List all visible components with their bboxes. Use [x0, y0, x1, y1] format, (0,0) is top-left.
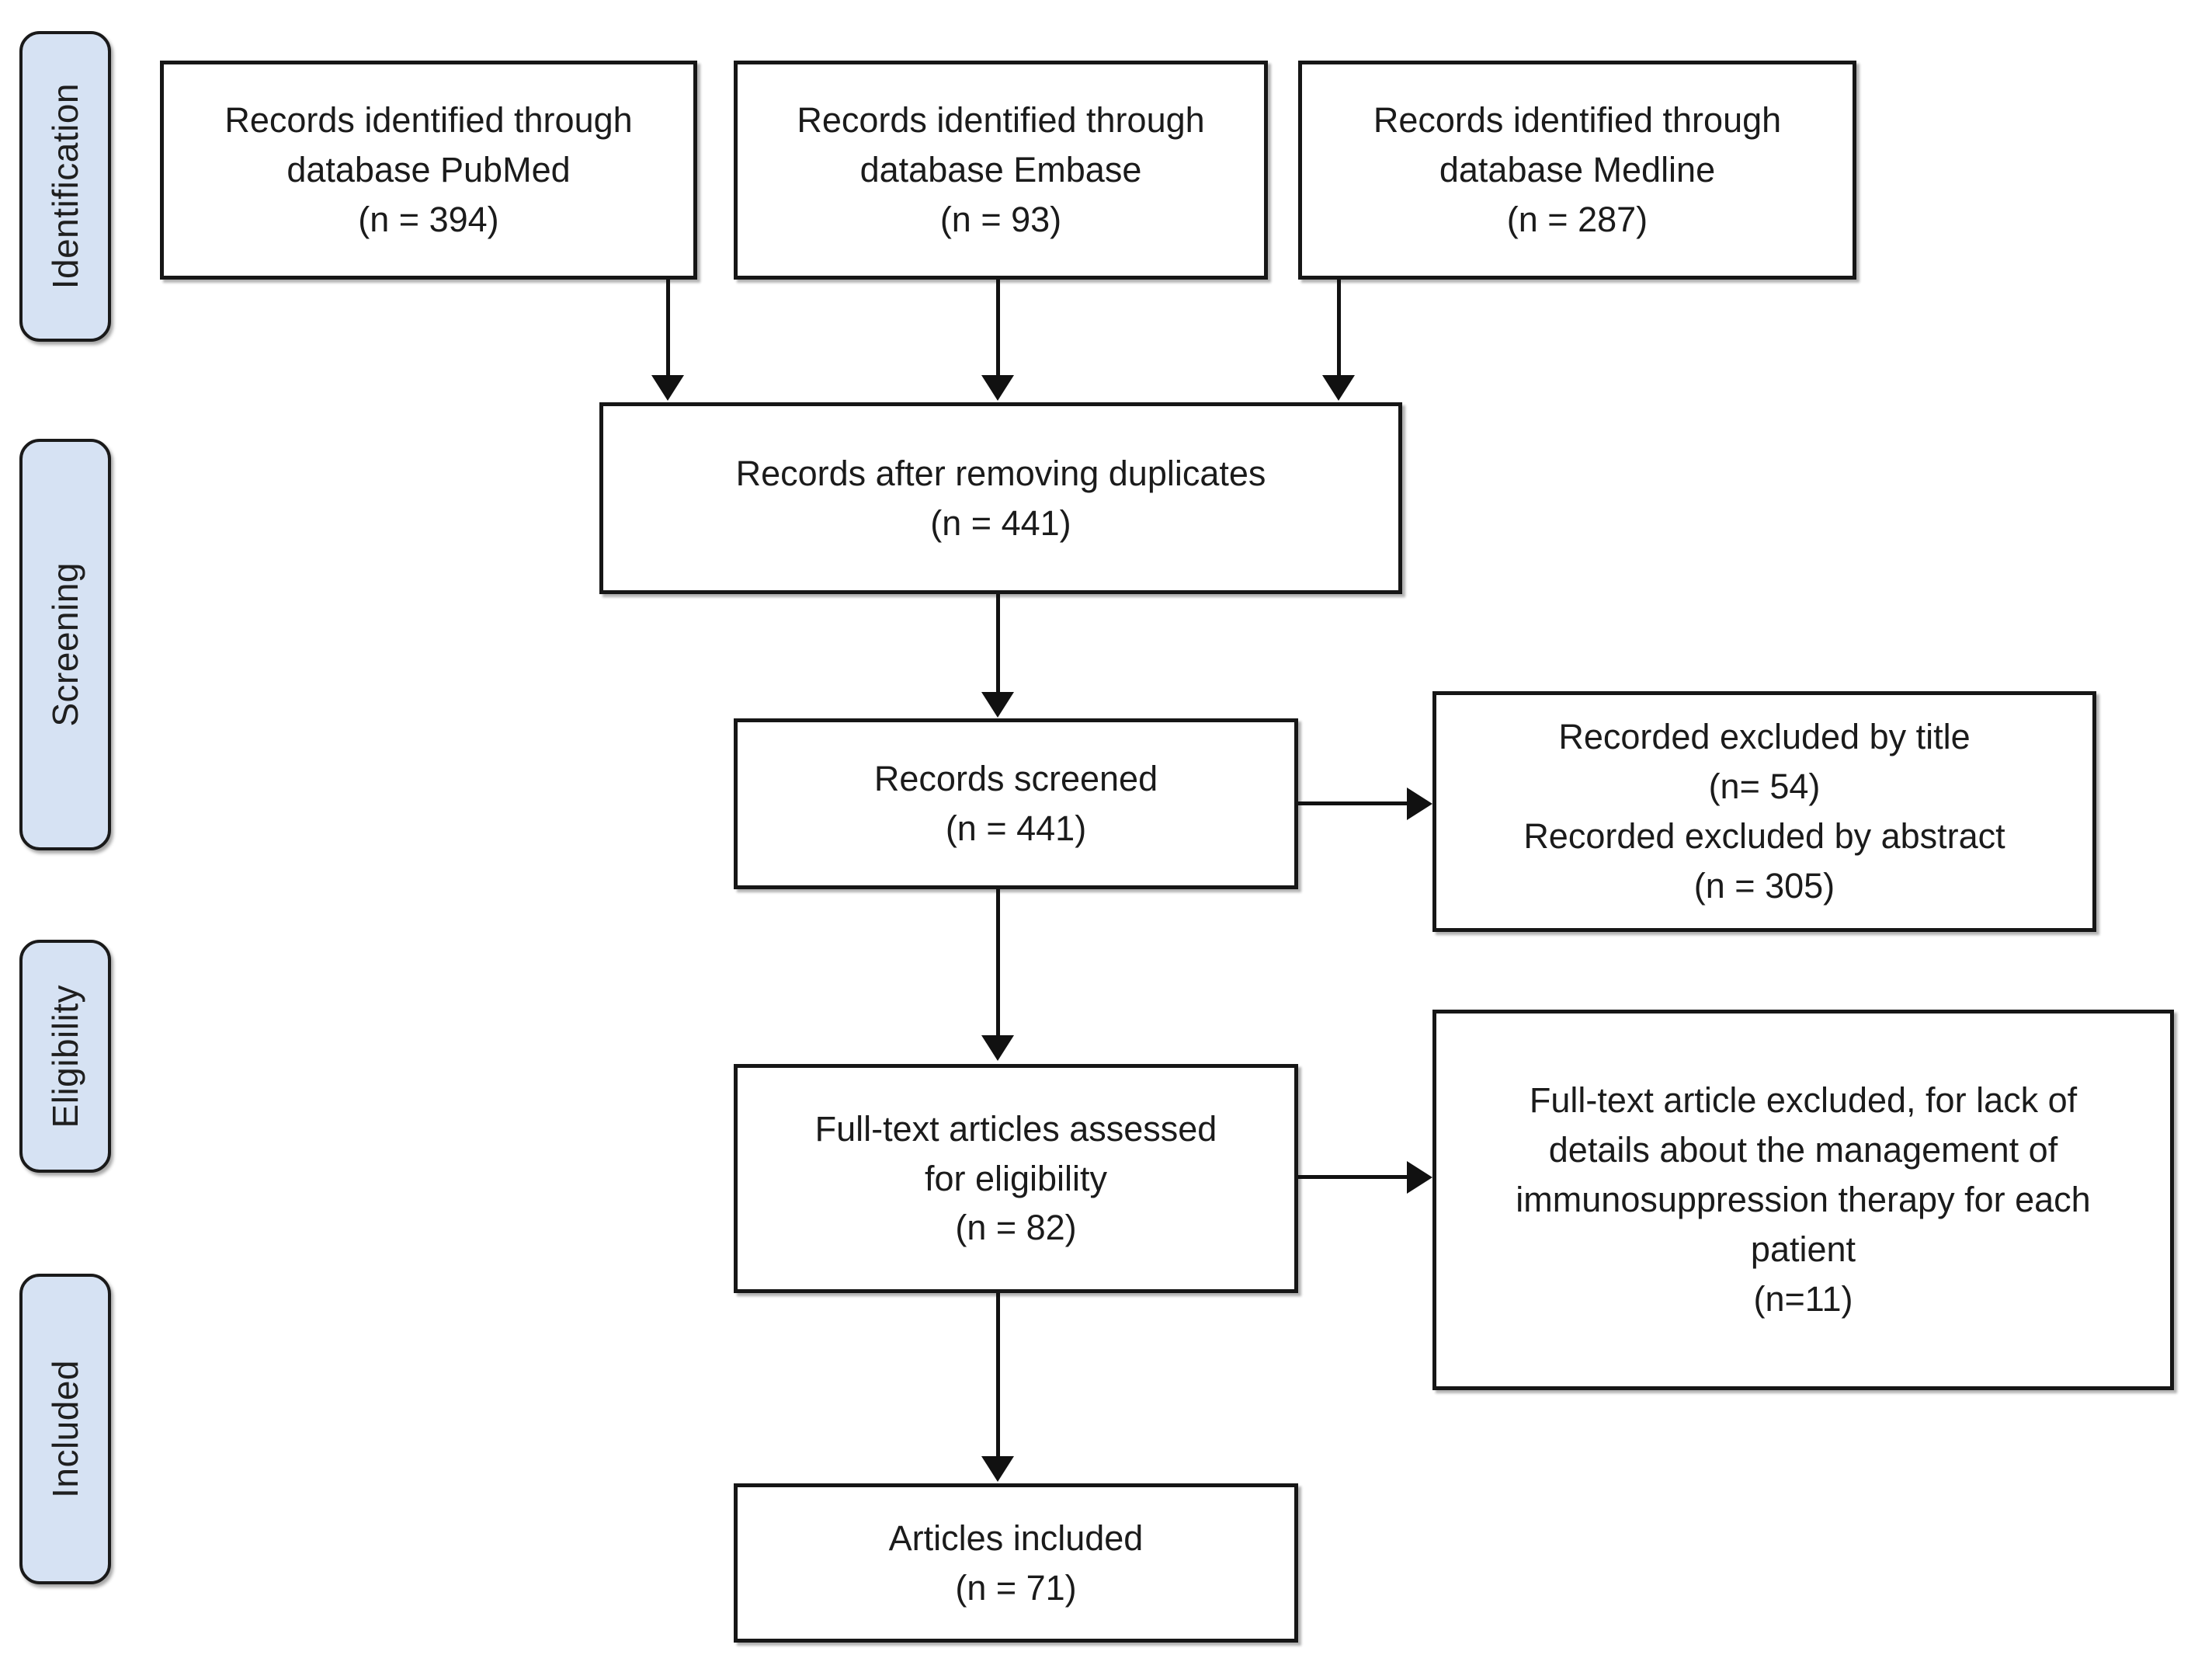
- box-records-screened-text: Records screened (n = 441): [873, 759, 1158, 848]
- connector-medline-to-duplicates: [1337, 280, 1341, 377]
- box-records-after-removing-duplicates: Records after removing duplicates (n = 4…: [599, 402, 1402, 594]
- stage-label-screening: Screening: [19, 439, 111, 850]
- box-records-excluded-title-abstract-text: Recorded excluded by title (n= 54) Recor…: [1523, 717, 2005, 906]
- stage-label-identification: Identification: [19, 31, 111, 342]
- arrowhead-medline-to-duplicates: [1322, 375, 1355, 401]
- box-fulltext-articles-assessed: Full-text articles assessed for eligibil…: [734, 1064, 1298, 1293]
- arrowhead-duplicates-to-screened: [981, 692, 1014, 718]
- arrowhead-screened-to-fulltext: [981, 1035, 1014, 1061]
- stage-label-eligibility-text: Eligibility: [45, 984, 85, 1128]
- stage-label-included-text: Included: [45, 1360, 85, 1498]
- box-fulltext-article-excluded-text: Full-text article excluded, for lack of …: [1516, 1080, 2091, 1319]
- box-fulltext-article-excluded: Full-text article excluded, for lack of …: [1432, 1010, 2174, 1390]
- stage-label-eligibility: Eligibility: [19, 940, 111, 1173]
- connector-pubmed-to-duplicates: [666, 280, 670, 377]
- stage-label-screening-text: Screening: [45, 562, 85, 727]
- arrowhead-fulltext-to-included: [981, 1456, 1014, 1482]
- arrowhead-screened-to-excluded: [1407, 788, 1432, 820]
- box-records-screened: Records screened (n = 441): [734, 718, 1298, 889]
- arrowhead-embase-to-duplicates: [981, 375, 1014, 401]
- box-articles-included: Articles included (n = 71): [734, 1483, 1298, 1643]
- box-records-excluded-title-abstract: Recorded excluded by title (n= 54) Recor…: [1432, 691, 2096, 932]
- box-fulltext-articles-assessed-text: Full-text articles assessed for eligibil…: [814, 1108, 1217, 1248]
- box-records-identified-embase-text: Records identified through database Emba…: [797, 100, 1205, 239]
- box-records-identified-pubmed: Records identified through database PubM…: [160, 61, 697, 280]
- box-records-identified-medline: Records identified through database Medl…: [1298, 61, 1856, 280]
- box-articles-included-text: Articles included (n = 71): [888, 1518, 1144, 1608]
- arrowhead-fulltext-to-excluded: [1407, 1161, 1432, 1194]
- connector-fulltext-to-included: [996, 1293, 1000, 1458]
- connector-fulltext-to-excluded: [1298, 1175, 1411, 1179]
- connector-duplicates-to-screened: [996, 594, 1000, 694]
- connector-screened-to-fulltext: [996, 889, 1000, 1037]
- connector-embase-to-duplicates: [996, 280, 1000, 377]
- arrowhead-pubmed-to-duplicates: [651, 375, 684, 401]
- box-records-after-removing-duplicates-text: Records after removing duplicates (n = 4…: [735, 453, 1266, 543]
- stage-label-identification-text: Identification: [45, 83, 85, 290]
- box-records-identified-embase: Records identified through database Emba…: [734, 61, 1268, 280]
- connector-screened-to-excluded: [1298, 801, 1411, 805]
- box-records-identified-pubmed-text: Records identified through database PubM…: [224, 100, 633, 239]
- box-records-identified-medline-text: Records identified through database Medl…: [1373, 100, 1782, 239]
- stage-label-included: Included: [19, 1274, 111, 1584]
